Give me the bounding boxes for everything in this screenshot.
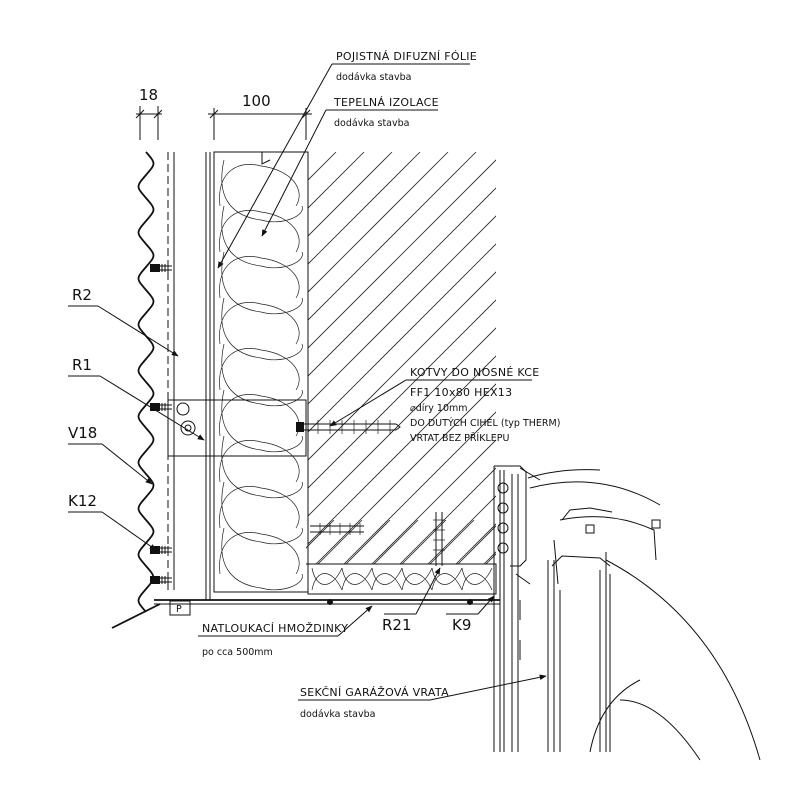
anchors-line4: VRTAT BEZ PŘÍKLEPU (410, 432, 509, 444)
r21-label: R21 (382, 616, 412, 634)
garage-sub: dodávka stavba (300, 709, 375, 720)
r1-label: R1 (72, 356, 92, 374)
bottom-flashing (111, 599, 500, 629)
part-r2: R2 (68, 286, 179, 357)
p-label: P (176, 604, 182, 615)
part-k12: K12 (68, 492, 157, 551)
insulation-sub: dodávka stavba (334, 118, 409, 129)
cladding-screws (150, 264, 172, 584)
foil-title: POJISTNÁ DIFUZNÍ FÓLIE (336, 50, 477, 63)
callout-insulation: TEPELNÁ IZOLACE dodávka stavba (261, 96, 439, 237)
lintel (306, 520, 496, 565)
vertical-anchor (433, 512, 445, 566)
insulation-title: TEPELNÁ IZOLACE (333, 96, 439, 109)
r2-label: R2 (72, 286, 92, 304)
anchors-line2: ⌀díry 10mm (410, 403, 468, 414)
dim-100-label: 100 (242, 92, 271, 110)
dowels-sub: po cca 500mm (202, 647, 273, 658)
k9-label: K9 (452, 616, 471, 634)
lintel-anchor (310, 523, 364, 535)
callout-anchors: KOTVY DO NOSNÉ KCE FF1 10x80 HEX13 ⌀díry… (329, 366, 560, 444)
v18-label: V18 (68, 424, 97, 442)
soffit-insulation (307, 563, 497, 595)
garage-title: SEKČNÍ GARÁŽOVÁ VRATA (300, 686, 449, 699)
thermal-insulation (213, 151, 309, 593)
garage-door-track (527, 469, 761, 761)
wall-anchor (296, 420, 401, 434)
bracket-r1 (167, 399, 307, 457)
callout-garage-door: SEKČNÍ GARÁŽOVÁ VRATA dodávka stavba (298, 674, 547, 720)
anchors-line3: DO DUTÝCH CIHEL (typ THERM) (410, 417, 560, 429)
part-r21: R21 (382, 567, 441, 634)
dimension-100: 100 (208, 92, 312, 140)
dimension-18: 18 (135, 86, 163, 140)
masonry-wall (307, 152, 496, 564)
callout-foil: POJISTNÁ DIFUZNÍ FÓLIE dodávka stavba (217, 50, 477, 269)
garage-door-frame (493, 465, 541, 752)
foil-sub: dodávka stavba (336, 72, 411, 83)
part-k9: K9 (446, 595, 495, 634)
part-v18: V18 (68, 424, 153, 485)
dowels-title: NATLOUKACÍ HMOŽDINKY (202, 622, 348, 635)
part-r1: R1 (68, 356, 205, 441)
dim-18-label: 18 (139, 86, 158, 104)
anchors-line1: FF1 10x80 HEX13 (410, 386, 512, 399)
callout-dowels: NATLOUKACÍ HMOŽDINKY po cca 500mm (198, 605, 373, 658)
corrugated-cladding (137, 151, 211, 613)
k12-label: K12 (68, 492, 97, 510)
anchors-title: KOTVY DO NOSNÉ KCE (410, 366, 540, 379)
